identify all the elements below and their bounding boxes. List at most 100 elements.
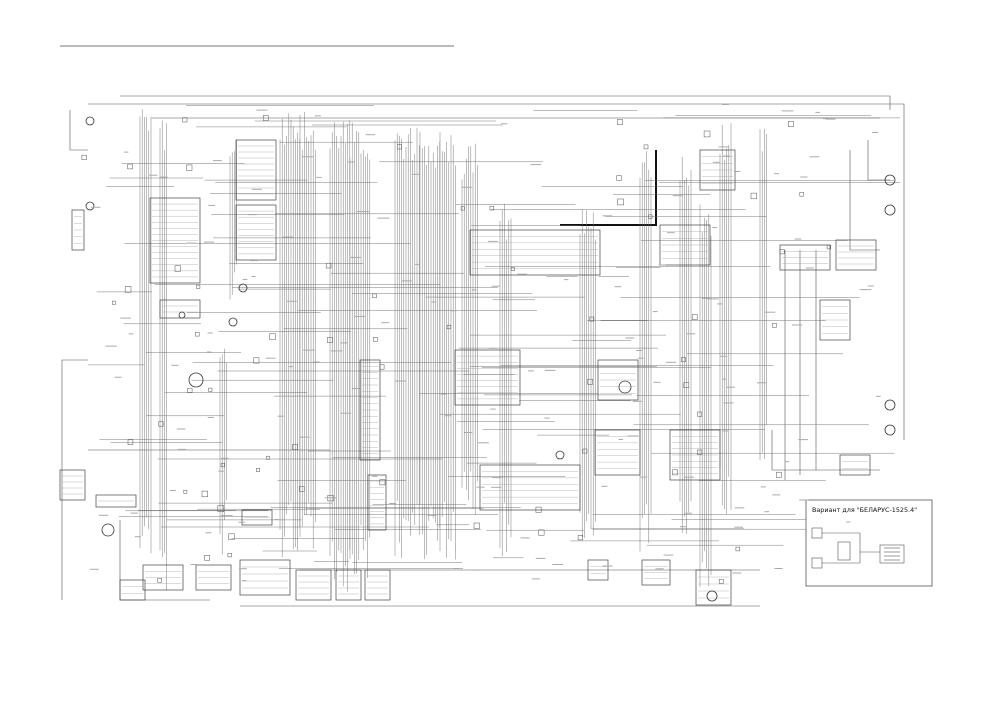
connector-pin	[112, 300, 116, 305]
component-block	[59, 469, 86, 501]
gauge-8	[228, 317, 238, 327]
connector-pin	[617, 198, 624, 206]
variant-box: Вариант для "БЕЛАРУС-1525.4"	[805, 499, 933, 587]
wire-bundle	[87, 105, 900, 592]
connector-pin	[772, 323, 777, 328]
lamp-right-2	[884, 204, 896, 216]
lamp-right-top	[884, 174, 896, 186]
connector-pin	[157, 578, 162, 583]
connector-pin	[697, 449, 703, 455]
connector-pin	[253, 357, 260, 364]
connector-pin	[81, 154, 87, 160]
component-block	[469, 229, 601, 276]
lamp-right-4	[884, 424, 896, 436]
connector-pin	[327, 337, 333, 343]
connector-pin	[174, 265, 181, 272]
gauge-3	[706, 590, 718, 602]
connector-pin	[373, 337, 378, 342]
connector-pin	[446, 324, 451, 330]
connector-pin	[228, 533, 235, 540]
connector-pin	[718, 579, 724, 584]
connector-pin	[262, 115, 269, 121]
connector-pin	[750, 192, 757, 200]
connector-pin	[158, 421, 164, 427]
connector-pin	[379, 364, 385, 370]
main-harness-lines	[61, 95, 905, 607]
gauge-2	[101, 523, 115, 537]
variant-box-title: Вариант для "БЕЛАРУС-1525.4"	[812, 506, 917, 514]
connector-pin	[589, 316, 595, 322]
component-block	[835, 239, 877, 271]
component-block	[839, 454, 871, 476]
connector-pin	[182, 117, 188, 123]
connector-pin	[643, 144, 649, 150]
component-block	[241, 509, 273, 526]
lamp-left-top	[85, 116, 95, 126]
component-block	[71, 209, 85, 251]
connector-pin	[127, 163, 133, 170]
round-connectors	[85, 116, 896, 602]
connector-pin	[587, 378, 593, 385]
connector-pin	[779, 249, 785, 255]
component-block	[235, 139, 277, 201]
connector-pin	[186, 164, 193, 171]
connector-pin	[299, 486, 305, 492]
connector-pin	[379, 479, 386, 486]
connector-pin	[372, 293, 377, 299]
connector-pin	[672, 469, 678, 476]
connector-pin	[683, 382, 690, 388]
connector-pin	[124, 286, 132, 293]
connector-pin	[538, 529, 545, 536]
connector-pin	[510, 267, 515, 271]
component-block	[594, 429, 641, 476]
component-block	[597, 359, 639, 401]
connector-pin	[681, 357, 686, 362]
connector-pin	[617, 119, 623, 125]
component-block	[695, 569, 732, 606]
connector-pin	[489, 205, 494, 211]
connector-pin	[577, 535, 583, 541]
connector-pin	[292, 444, 298, 450]
connector-pin	[204, 555, 210, 561]
connector-pin	[582, 448, 588, 454]
component-block	[335, 569, 362, 601]
gauge-5	[555, 450, 565, 460]
connector-pin	[220, 462, 225, 468]
component-block	[669, 429, 721, 481]
gauge-6	[238, 283, 248, 293]
lamp-left-2	[85, 201, 95, 211]
connector-pin	[703, 130, 711, 138]
connector-pin	[697, 411, 703, 417]
component-block	[587, 559, 609, 581]
gauge-7	[178, 311, 186, 319]
component-block	[235, 204, 277, 261]
connector-pin	[788, 121, 794, 127]
connector-pin	[208, 387, 213, 392]
wire-labels	[89, 104, 881, 582]
component-block	[659, 224, 711, 266]
lamp-right-3	[884, 399, 896, 411]
connector-pin	[325, 262, 332, 269]
connector-pin	[735, 546, 740, 552]
connector-pin	[776, 471, 782, 478]
connector-pin	[473, 522, 480, 529]
connector-pin	[127, 439, 134, 445]
connector-pin	[799, 192, 804, 197]
connector-pin	[535, 506, 542, 513]
component-block	[367, 474, 387, 531]
connector-pin	[397, 144, 402, 150]
thick-wire	[560, 150, 657, 226]
component-block	[641, 559, 671, 586]
connector-pin	[187, 387, 193, 393]
connector-pin	[201, 490, 208, 498]
component-block	[195, 564, 232, 591]
component-block	[819, 299, 851, 341]
component-block	[779, 244, 831, 271]
component-block	[142, 564, 184, 591]
gauge-4	[618, 380, 632, 394]
connector-pin	[691, 314, 698, 320]
component-block	[359, 359, 381, 461]
connector-pin	[826, 244, 832, 250]
